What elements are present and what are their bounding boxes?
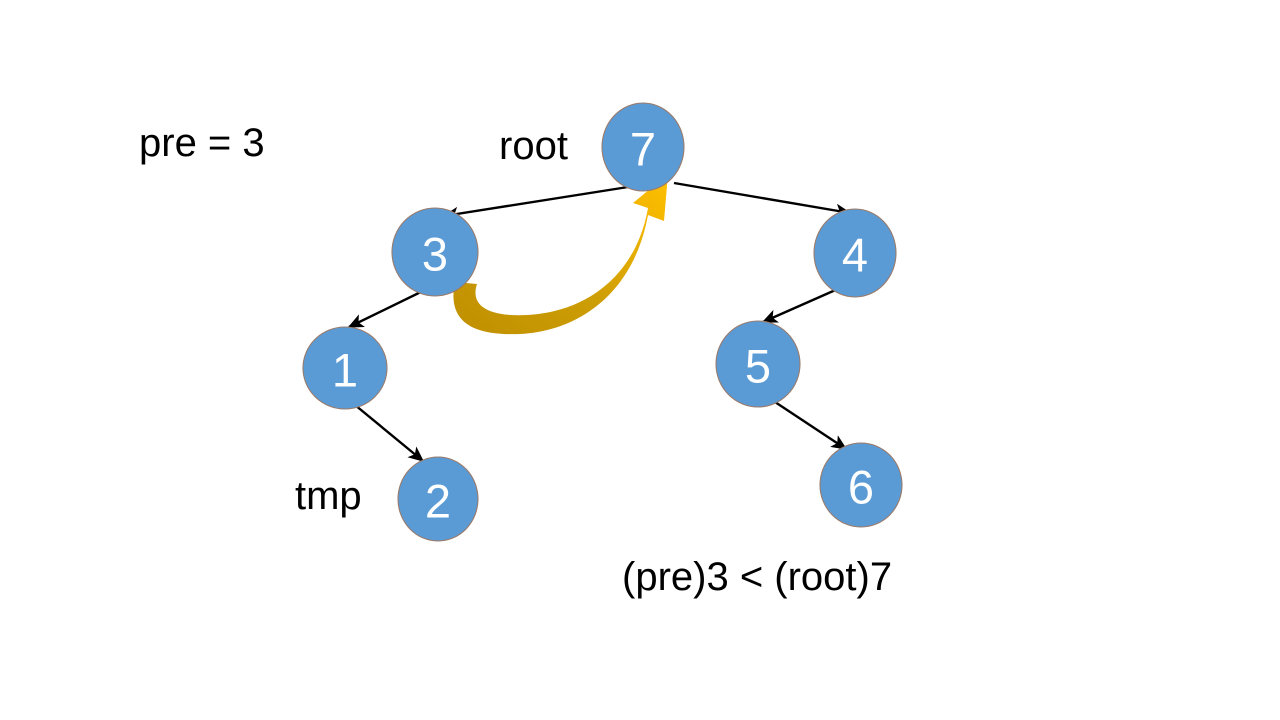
- node-6-shape[interactable]: [819, 442, 903, 528]
- comparison-caption: (pre)3 < (root)7: [622, 555, 893, 599]
- node-4[interactable]: 4: [813, 208, 897, 298]
- node-7-label: 7: [630, 123, 656, 176]
- node-4-shape[interactable]: [813, 208, 897, 298]
- node-3[interactable]: 3: [391, 207, 479, 297]
- highlight-arrow-3-to-7: [453, 174, 668, 335]
- edge-5-to-6: [771, 398, 848, 451]
- node-2-label: 2: [425, 475, 451, 528]
- pre-variable-label: pre = 3: [139, 121, 265, 165]
- node-3-label: 3: [422, 228, 448, 281]
- edge-group: [347, 181, 852, 462]
- node-6[interactable]: 6: [819, 442, 903, 528]
- node-3-shape[interactable]: [391, 207, 479, 297]
- node-5-shape[interactable]: [715, 320, 801, 408]
- edge-3-to-1: [347, 286, 430, 329]
- node-6-label: 6: [848, 461, 874, 514]
- tmp-pointer-label: tmp: [295, 474, 362, 518]
- root-pointer-label: root: [499, 124, 568, 168]
- node-7-shape[interactable]: [601, 102, 685, 192]
- node-1-label: 1: [332, 344, 358, 397]
- edge-7-to-4: [673, 181, 852, 218]
- edge-7-to-3: [442, 185, 629, 221]
- node-1-shape[interactable]: [302, 326, 388, 410]
- node-4-label: 4: [842, 229, 868, 282]
- node-7[interactable]: 7: [601, 102, 685, 192]
- node-2-shape[interactable]: [397, 456, 479, 542]
- node-2[interactable]: 2: [397, 456, 479, 542]
- node-group: 7 3 4 1 5 2 6: [302, 102, 903, 542]
- edge-4-to-5: [761, 286, 841, 324]
- node-5[interactable]: 5: [715, 320, 801, 408]
- node-5-label: 5: [745, 340, 771, 393]
- edge-1-to-2: [354, 404, 425, 462]
- node-1[interactable]: 1: [302, 326, 388, 410]
